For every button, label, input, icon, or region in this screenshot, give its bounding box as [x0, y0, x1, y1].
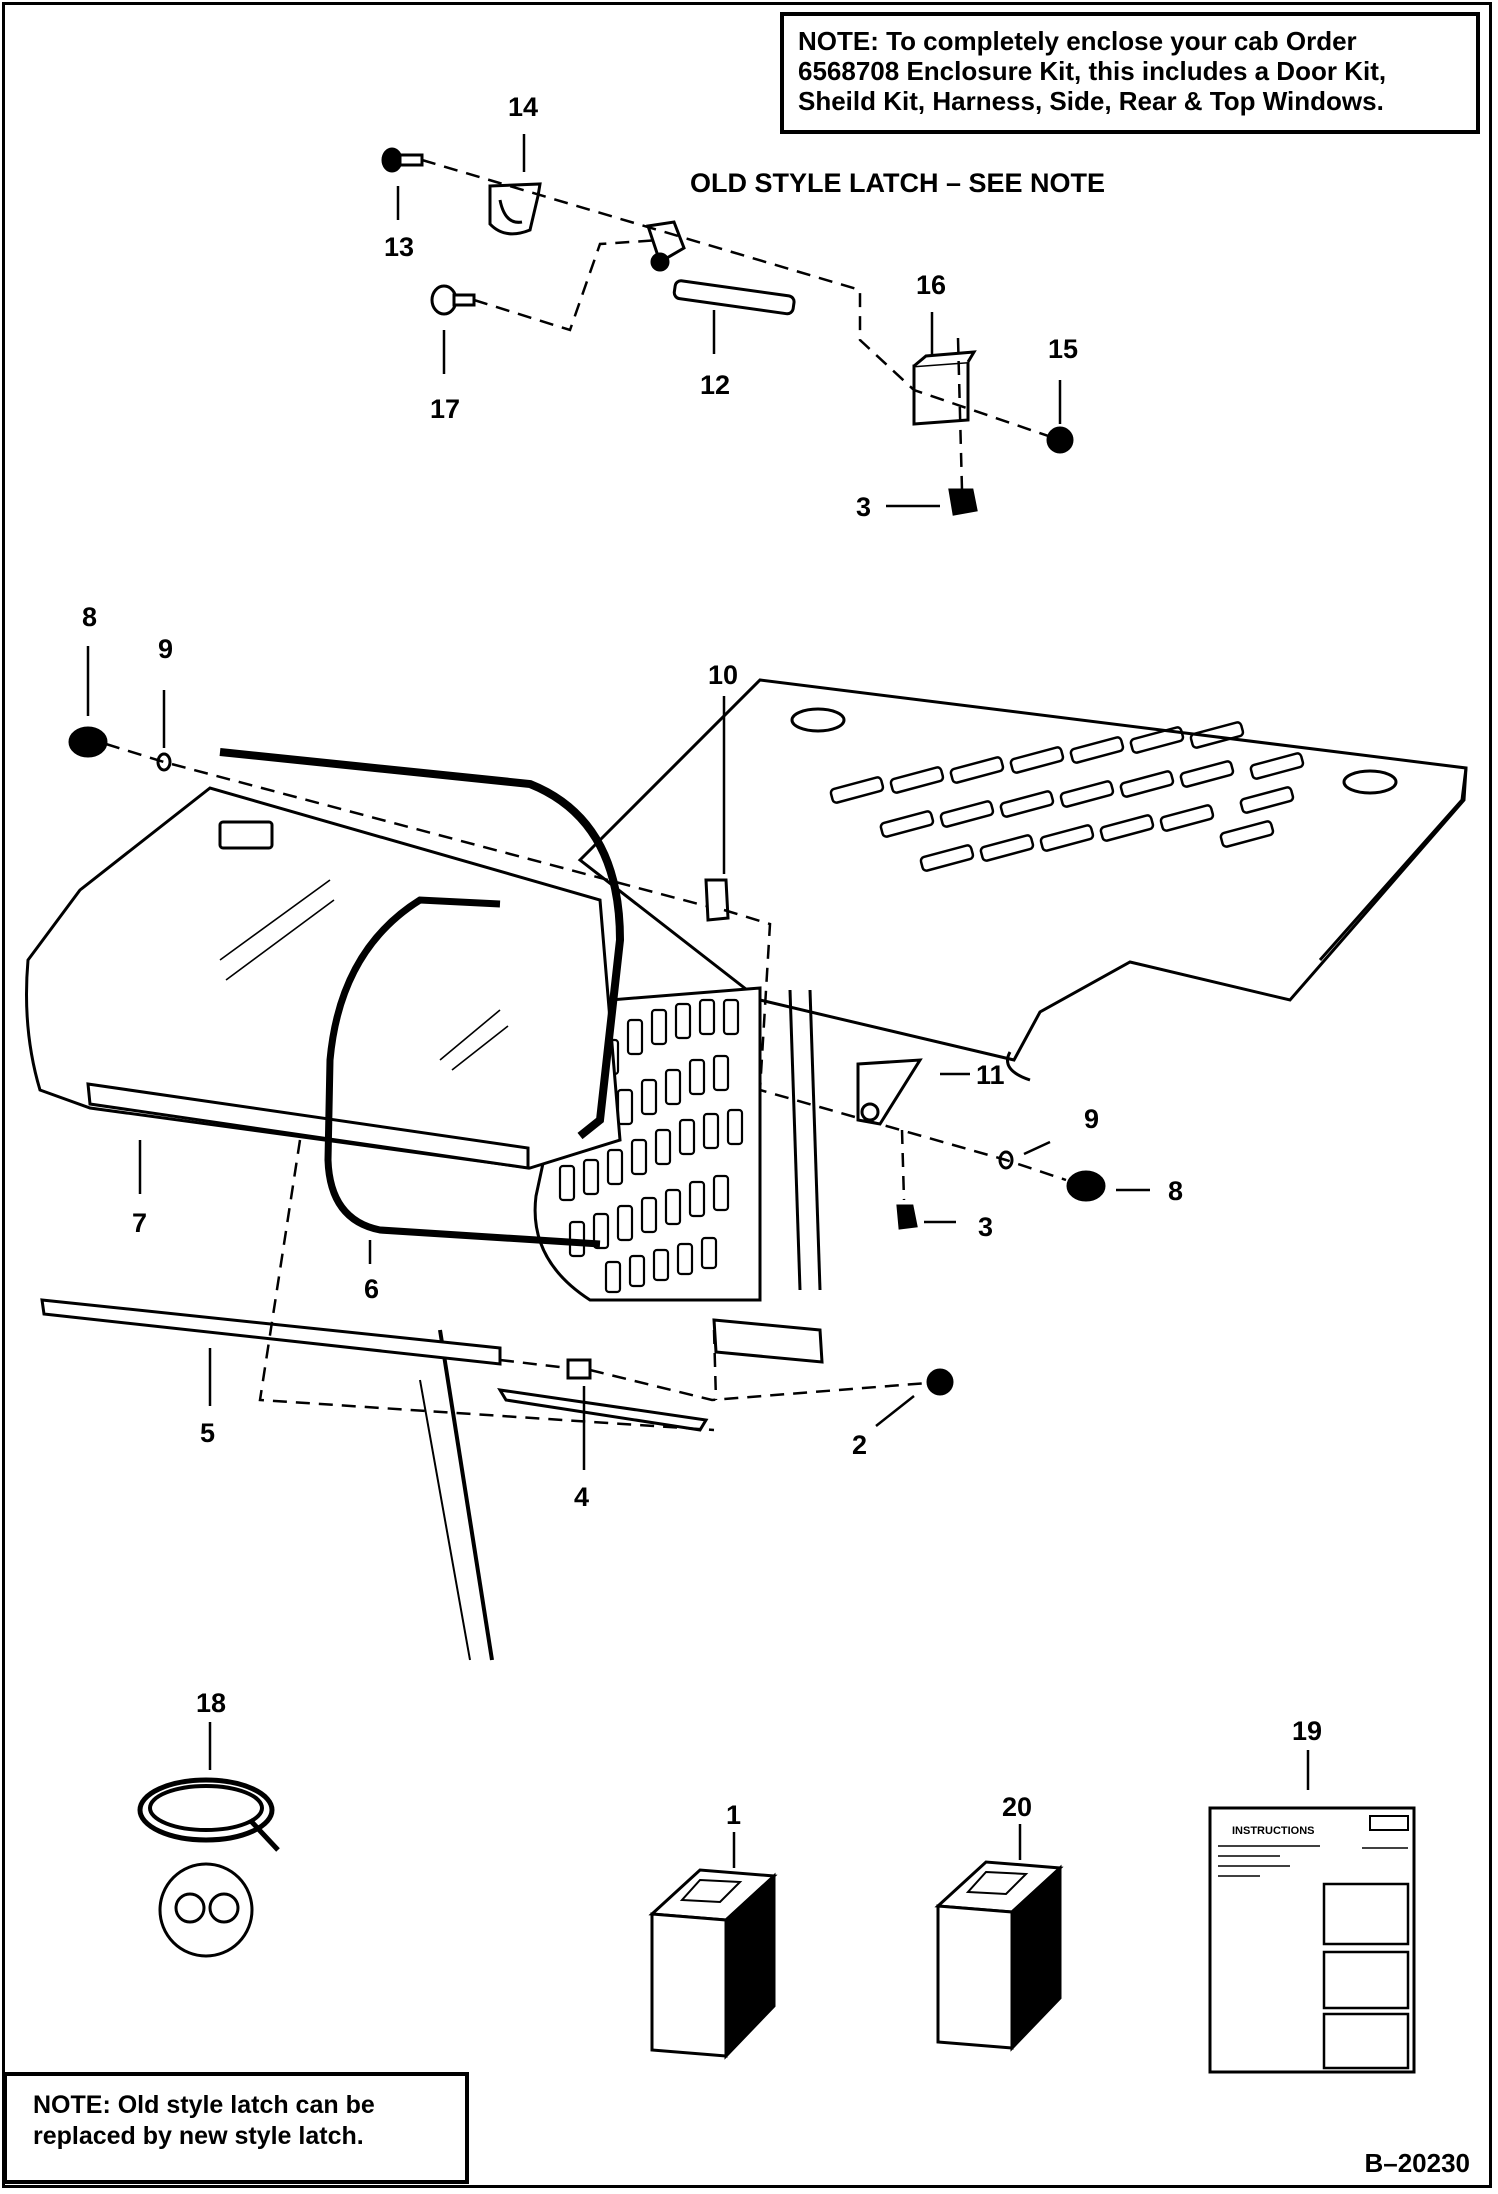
- callout-10: 10: [708, 660, 738, 690]
- part-1-kit-box: [648, 1868, 778, 2060]
- part-12-latch-handle: [646, 220, 796, 316]
- note-label: NOTE:: [798, 26, 879, 56]
- part-13-bolt: [381, 147, 424, 173]
- callout-2: 2: [852, 1430, 867, 1460]
- callout-3-top: 3: [856, 492, 871, 522]
- accessories: [137, 1777, 1416, 2074]
- part-6-seal: [219, 748, 625, 1140]
- part-17-bolt: [430, 284, 476, 316]
- latch-assembly: [381, 147, 1074, 516]
- callout-9-left: 9: [158, 634, 173, 664]
- callout-12: 12: [700, 370, 730, 400]
- callout-1: 1: [726, 1800, 741, 1830]
- callout-13: 13: [384, 232, 414, 262]
- callout-7: 7: [132, 1208, 147, 1238]
- old-style-latch-heading: OLD STYLE LATCH – SEE NOTE: [690, 168, 1106, 198]
- callout-6: 6: [364, 1274, 379, 1304]
- latch-replacement-note: NOTE: Old style latch can be replaced by…: [3, 2072, 469, 2184]
- callout-3-lower: 3: [978, 1212, 993, 1242]
- note-label: NOTE:: [33, 2091, 111, 2119]
- callout-18: 18: [196, 1688, 226, 1718]
- roof-grid: [829, 721, 1305, 872]
- part-18-strip-coil: [137, 1777, 280, 1852]
- part-10-pin: [704, 878, 730, 922]
- part-19-instruction-sheet: [1208, 1806, 1416, 2074]
- part-18-cross-section: [158, 1862, 254, 1958]
- part-4-spacer: [566, 1358, 592, 1380]
- note-text: Old style latch can be replaced by new s…: [33, 2091, 375, 2150]
- callout-4: 4: [574, 1482, 589, 1512]
- part-7-side-window: [25, 786, 622, 1170]
- part-3-bolt-lower: [896, 1204, 918, 1230]
- callout-numbers: 14 13 12 17 16 15 3 8 9 10 11 9 8 3 7 6 …: [82, 92, 1322, 1837]
- callout-16: 16: [916, 270, 946, 300]
- callout-20: 20: [1002, 1792, 1032, 1822]
- callout-15: 15: [1048, 334, 1078, 364]
- callout-9-right: 9: [1084, 1104, 1099, 1134]
- callout-8-right: 8: [1168, 1176, 1183, 1206]
- document-id: B–20230: [1364, 2148, 1470, 2178]
- part-3-bolt-upper: [948, 488, 978, 516]
- callout-19: 19: [1292, 1716, 1322, 1746]
- part-20-kit-box: [934, 1860, 1064, 2052]
- callout-11: 11: [976, 1060, 1005, 1090]
- leader-lines: [86, 134, 1310, 1868]
- callout-5: 5: [200, 1418, 215, 1448]
- part-9-washer-left: [156, 752, 172, 772]
- enclosure-kit-note: NOTE: To completely enclose your cab Ord…: [780, 12, 1480, 134]
- instruction-sheet-title: INSTRUCTIONS: [1232, 1825, 1315, 1837]
- part-16-bracket: [912, 350, 977, 426]
- note-text: To completely enclose your cab Order 656…: [798, 26, 1387, 116]
- callout-17: 17: [430, 394, 460, 424]
- part-8-knob-right: [1066, 1170, 1106, 1202]
- part-14-catch: [488, 182, 542, 236]
- callout-14: 14: [508, 92, 538, 122]
- cab-assembly: [25, 678, 1468, 1661]
- part-8-knob-left: [68, 726, 108, 758]
- callout-8-left: 8: [82, 602, 97, 632]
- part-15-nut: [1046, 426, 1074, 454]
